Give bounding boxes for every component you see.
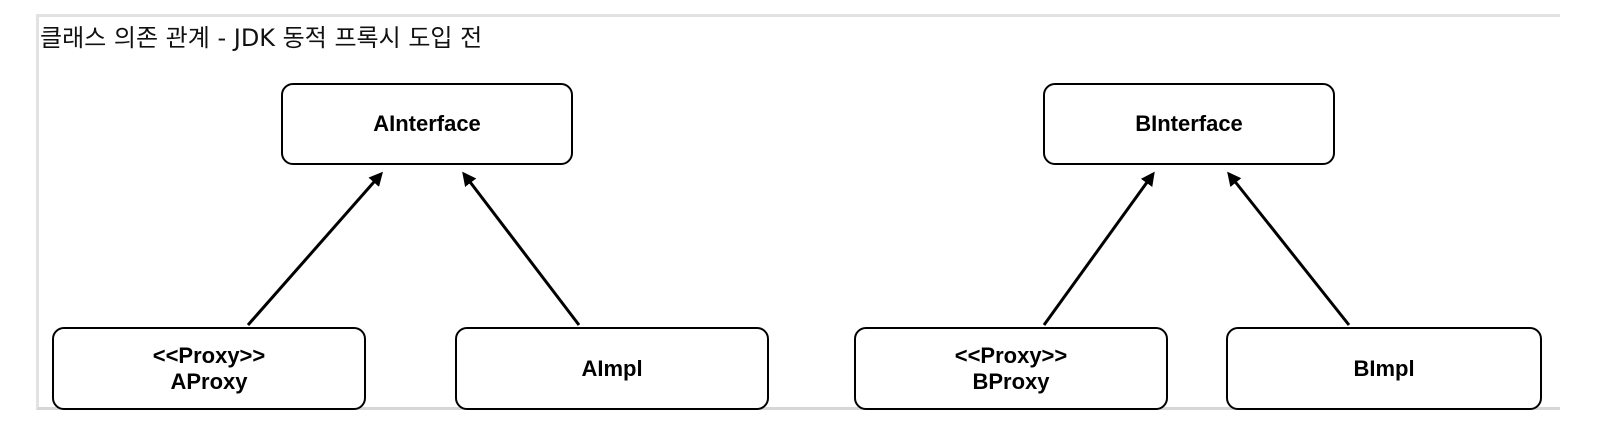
node-bproxy-stereotype: <<Proxy>> <box>954 343 1068 369</box>
edge-bproxy-to-binterface <box>1042 171 1155 326</box>
node-aproxy-stereotype: <<Proxy>> <box>152 343 266 369</box>
diagram-title: 클래스 의존 관계 - JDK 동적 프록시 도입 전 <box>40 24 483 52</box>
node-bproxy: <<Proxy>> BProxy <box>854 327 1168 410</box>
node-bimpl: BImpl <box>1226 327 1542 410</box>
node-binterface: BInterface <box>1043 83 1335 165</box>
node-bimpl-label: BImpl <box>1353 355 1415 381</box>
node-ainterface: AInterface <box>281 83 573 165</box>
node-aproxy: <<Proxy>> AProxy <box>52 327 366 410</box>
edge-bimpl-to-binterface <box>1227 171 1351 326</box>
edge-aproxy-to-ainterface <box>246 171 383 326</box>
node-aimpl-label: AImpl <box>581 355 643 381</box>
node-aproxy-label: AProxy <box>170 368 248 394</box>
edge-aimpl-to-ainterface <box>462 171 581 326</box>
node-aimpl: AImpl <box>455 327 769 410</box>
node-binterface-label: BInterface <box>1135 111 1243 137</box>
diagram-frame <box>36 14 1560 410</box>
node-bproxy-label: BProxy <box>972 368 1050 394</box>
node-ainterface-label: AInterface <box>373 111 481 137</box>
